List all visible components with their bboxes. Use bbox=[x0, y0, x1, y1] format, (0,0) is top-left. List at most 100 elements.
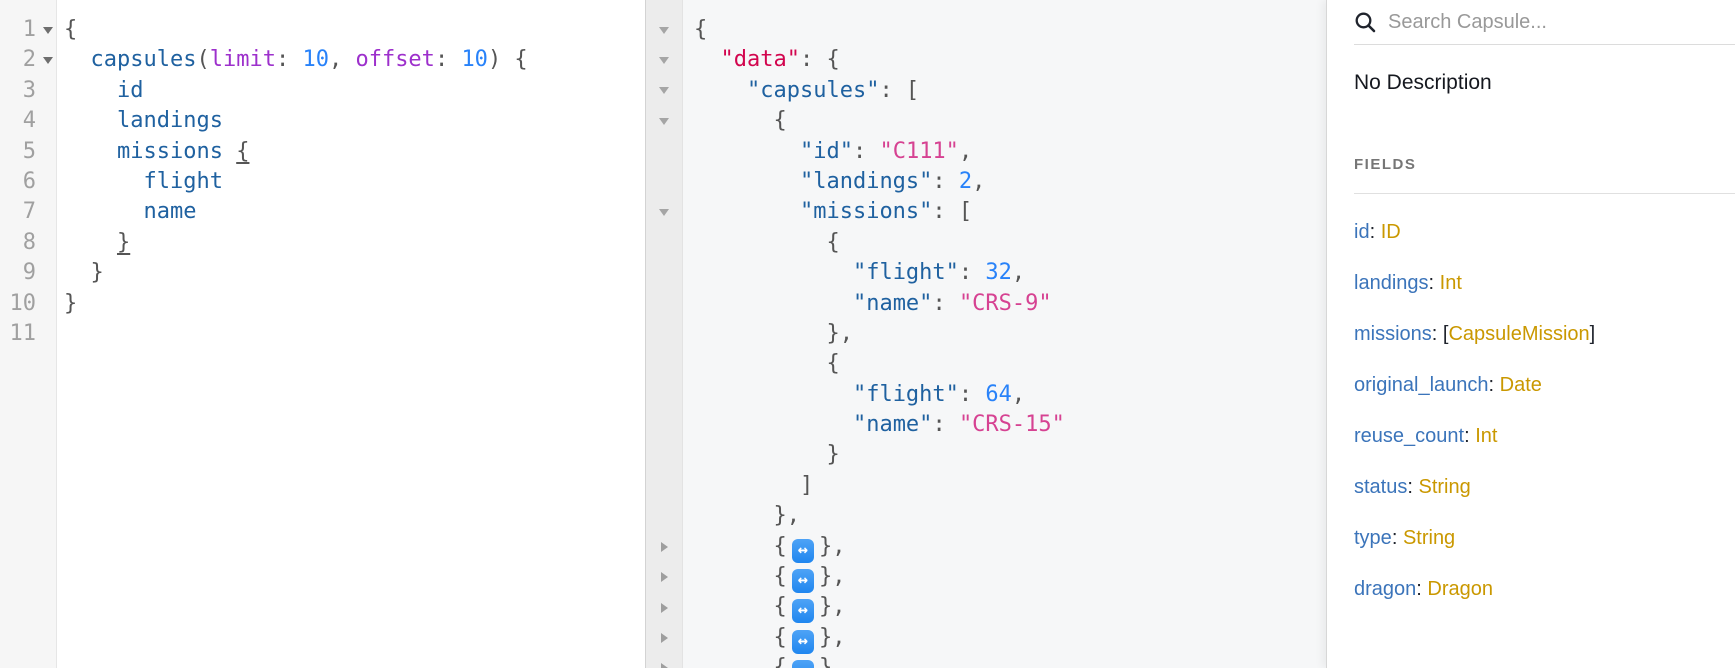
collapsed-object-badge[interactable]: ↔ bbox=[791, 599, 814, 624]
code-line: "flight": 64, bbox=[694, 380, 1326, 410]
code-token: : [ bbox=[932, 199, 973, 225]
code-token: : bbox=[958, 381, 986, 407]
fold-arrow-expanded-icon[interactable] bbox=[659, 117, 669, 125]
code-token: { bbox=[826, 229, 840, 255]
code-token: { bbox=[773, 564, 787, 590]
code-token bbox=[694, 230, 826, 255]
code-token: : bbox=[932, 168, 959, 194]
gutter-row bbox=[646, 562, 682, 592]
doc-field-name-link[interactable]: landings bbox=[1354, 272, 1429, 294]
code-token: { bbox=[773, 533, 787, 559]
code-token: : bbox=[275, 47, 303, 73]
code-token: , bbox=[958, 138, 973, 164]
doc-field-name-link[interactable]: id bbox=[1354, 221, 1370, 243]
code-token: }, bbox=[818, 533, 846, 559]
doc-type-name-link[interactable]: Int bbox=[1475, 425, 1498, 447]
doc-search-input[interactable] bbox=[1388, 10, 1735, 34]
fold-arrow-collapsed-icon[interactable] bbox=[660, 602, 668, 613]
code-token: limit bbox=[209, 47, 276, 73]
fold-arrow-collapsed-icon[interactable] bbox=[660, 541, 668, 552]
doc-type-bracket: ] bbox=[1589, 323, 1596, 345]
doc-type-name-link[interactable]: ID bbox=[1380, 221, 1401, 243]
code-token: landings bbox=[116, 108, 223, 134]
doc-field-name-link[interactable]: type bbox=[1354, 527, 1392, 549]
search-icon bbox=[1354, 11, 1377, 34]
query-editor[interactable]: { capsules(limit: 10, offset: 10) { id l… bbox=[57, 0, 645, 668]
fold-arrow-expanded-icon[interactable] bbox=[42, 26, 53, 34]
code-token: { bbox=[826, 351, 840, 377]
doc-field-name-link[interactable]: status bbox=[1354, 476, 1408, 498]
fold-arrow-collapsed-icon[interactable] bbox=[660, 633, 668, 643]
code-token bbox=[223, 139, 236, 164]
doc-field-colon: : bbox=[1428, 272, 1440, 294]
doc-search-row bbox=[1354, 0, 1735, 45]
doc-type-name-link[interactable]: String bbox=[1402, 527, 1456, 549]
code-line: {↔}, bbox=[694, 623, 1326, 654]
gutter-row: 3 bbox=[0, 76, 56, 106]
code-line: capsules(limit: 10, offset: 10) { bbox=[64, 45, 645, 75]
collapsed-object-badge[interactable]: ↔ bbox=[791, 569, 814, 594]
code-token: offset bbox=[355, 47, 435, 73]
code-token bbox=[64, 47, 91, 72]
code-line: }, bbox=[694, 319, 1326, 349]
code-token: , bbox=[1011, 381, 1026, 407]
doc-field-colon: : bbox=[1416, 578, 1428, 600]
code-token: { bbox=[773, 108, 787, 134]
doc-type-name-link[interactable]: Date bbox=[1499, 374, 1542, 396]
response-viewer-pane: { "data": { "capsules": [ { "id": "C111"… bbox=[646, 0, 1326, 668]
code-line: ] bbox=[694, 471, 1326, 501]
doc-type-name-link[interactable]: String bbox=[1418, 476, 1471, 498]
gutter-row: 11 bbox=[0, 319, 56, 349]
doc-type-name-link[interactable]: Int bbox=[1439, 272, 1462, 294]
doc-field-row: original_launch: Date bbox=[1354, 374, 1735, 396]
gutter-row bbox=[646, 197, 682, 227]
fold-arrow-expanded-icon[interactable] bbox=[659, 87, 669, 95]
fold-arrow-collapsed-icon[interactable] bbox=[660, 663, 668, 668]
fold-arrow-collapsed-icon[interactable] bbox=[660, 572, 668, 583]
fields-divider bbox=[1354, 193, 1735, 194]
code-token: : bbox=[434, 47, 462, 73]
doc-type-name-link[interactable]: Dragon bbox=[1427, 578, 1494, 600]
doc-field-name-link[interactable]: original_launch bbox=[1354, 374, 1489, 396]
fold-arrow-expanded-icon[interactable] bbox=[42, 57, 53, 65]
code-token: { bbox=[64, 17, 78, 42]
code-line: } bbox=[64, 228, 645, 258]
code-token: } bbox=[116, 229, 131, 255]
code-token: { bbox=[773, 594, 787, 620]
code-line: missions { bbox=[64, 137, 645, 167]
code-token: missions bbox=[116, 138, 223, 164]
code-token: "CRS-15" bbox=[958, 412, 1065, 438]
gutter-row bbox=[646, 410, 682, 440]
doc-field-colon: : bbox=[1407, 476, 1419, 498]
gutter-row bbox=[646, 137, 682, 167]
line-number: 4 bbox=[22, 108, 36, 134]
doc-field-colon: : bbox=[1488, 374, 1500, 396]
code-token: "landings" bbox=[799, 168, 933, 194]
collapsed-object-badge[interactable]: ↔ bbox=[791, 660, 814, 668]
gutter-row: 1 bbox=[0, 15, 56, 45]
gutter-row bbox=[646, 45, 682, 75]
fold-arrow-expanded-icon[interactable] bbox=[659, 26, 669, 34]
code-token bbox=[694, 169, 800, 194]
collapsed-object-badge[interactable]: ↔ bbox=[791, 629, 814, 654]
doc-field-name-link[interactable]: dragon bbox=[1354, 578, 1417, 600]
code-token bbox=[64, 139, 117, 164]
doc-field-name-link[interactable]: missions bbox=[1354, 323, 1432, 345]
collapsed-object-badge[interactable]: ↔ bbox=[791, 538, 814, 563]
fold-arrow-expanded-icon[interactable] bbox=[659, 57, 669, 65]
code-token: 10 bbox=[461, 47, 488, 73]
fold-gutter bbox=[646, 0, 683, 668]
code-token: id bbox=[116, 77, 144, 103]
doc-field-colon: : bbox=[1369, 221, 1381, 243]
doc-type-name-link[interactable]: CapsuleMission bbox=[1448, 323, 1590, 345]
code-token bbox=[64, 199, 143, 224]
fold-arrow-expanded-icon[interactable] bbox=[659, 209, 669, 217]
gutter-row bbox=[646, 319, 682, 349]
doc-field-name-link[interactable]: reuse_count bbox=[1354, 425, 1465, 447]
gutter-row: 8 bbox=[0, 228, 56, 258]
response-viewer[interactable]: { "data": { "capsules": [ { "id": "C111"… bbox=[683, 0, 1326, 668]
gutter-row: 7 bbox=[0, 197, 56, 227]
code-line: "landings": 2, bbox=[694, 167, 1326, 197]
